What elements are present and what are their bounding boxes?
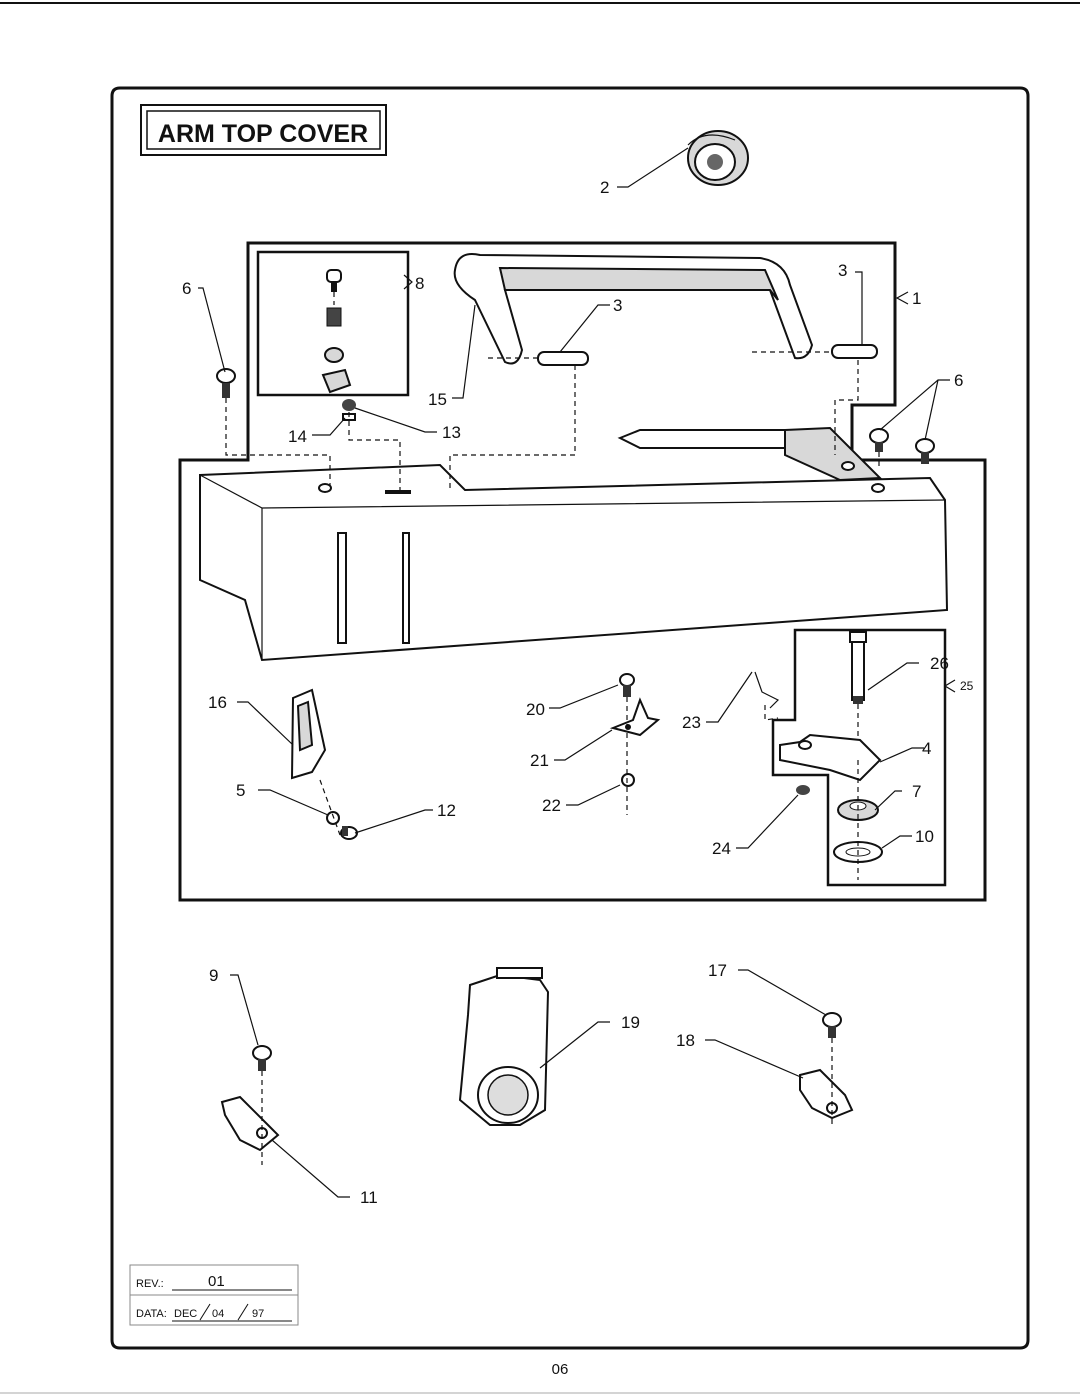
label-6-right: 6 <box>954 371 963 390</box>
label-15: 15 <box>428 390 447 409</box>
label-6-left: 6 <box>182 279 191 298</box>
arm-top-cover-body <box>199 426 949 662</box>
pin-part-3-left <box>537 351 589 366</box>
revision-block: REV.: 01 DATA: DEC 04 97 <box>129 1264 299 1326</box>
part-4 <box>779 733 882 782</box>
label-24: 24 <box>712 839 731 858</box>
label-13: 13 <box>442 423 461 442</box>
label-3-left: 3 <box>613 296 622 315</box>
part-19 <box>458 967 550 1126</box>
label-12: 12 <box>437 801 456 820</box>
part-labels: 2 6 8 3 3 1 15 6 14 13 16 5 12 20 21 22 … <box>182 178 974 1207</box>
label-11: 11 <box>360 1188 378 1207</box>
part-11 <box>220 1095 280 1152</box>
label-7: 7 <box>912 782 921 801</box>
screw-part-6-right-a <box>869 428 889 452</box>
date-label: DATA: <box>136 1308 167 1320</box>
leader-lines <box>198 147 956 1198</box>
label-19: 19 <box>621 1013 640 1032</box>
label-2: 2 <box>600 178 609 197</box>
label-26: 26 <box>930 654 949 673</box>
knob-part-2 <box>687 130 749 186</box>
label-20: 20 <box>526 700 545 719</box>
title-box: ARM TOP COVER <box>140 104 387 156</box>
part-18 <box>799 1068 854 1120</box>
part-24 <box>796 785 810 795</box>
rev-label: REV.: <box>136 1278 164 1290</box>
handle-part-15 <box>453 253 814 365</box>
part-23 <box>754 671 780 709</box>
label-25: 25 <box>960 679 974 693</box>
label-3-right: 3 <box>838 261 847 280</box>
date-day: 04 <box>212 1308 224 1320</box>
part-12 <box>340 826 358 840</box>
part-5 <box>326 811 340 825</box>
label-14: 14 <box>288 427 307 446</box>
rev-value: 01 <box>208 1273 225 1290</box>
part-20 <box>619 673 635 697</box>
part-9 <box>252 1045 272 1071</box>
part-21 <box>609 697 661 737</box>
label-5: 5 <box>236 781 245 800</box>
label-23: 23 <box>682 713 701 732</box>
label-16: 16 <box>208 693 227 712</box>
label-18: 18 <box>676 1031 695 1050</box>
part-22 <box>621 773 635 787</box>
label-9: 9 <box>209 966 218 985</box>
pin-part-3-right <box>831 344 878 359</box>
parts-in-box-8 <box>321 269 356 421</box>
assembly-outline <box>178 241 987 902</box>
label-22: 22 <box>542 796 561 815</box>
part-17 <box>822 1012 842 1038</box>
dashed-assembly-lines <box>225 292 880 1165</box>
part-26 <box>849 631 867 704</box>
page-number: 06 <box>552 1361 569 1378</box>
label-1: 1 <box>912 289 921 308</box>
label-17: 17 <box>708 961 727 980</box>
part-16 <box>290 688 327 780</box>
label-8: 8 <box>415 274 424 293</box>
label-21: 21 <box>530 751 549 770</box>
page-title: ARM TOP COVER <box>158 120 368 148</box>
page-frame <box>110 86 1030 1350</box>
screw-part-6-left <box>216 368 236 398</box>
label-4: 4 <box>922 739 931 758</box>
date-month: DEC <box>174 1308 197 1320</box>
label-10: 10 <box>915 827 934 846</box>
subassembly-box-8 <box>256 250 410 397</box>
date-year: 97 <box>252 1308 264 1320</box>
